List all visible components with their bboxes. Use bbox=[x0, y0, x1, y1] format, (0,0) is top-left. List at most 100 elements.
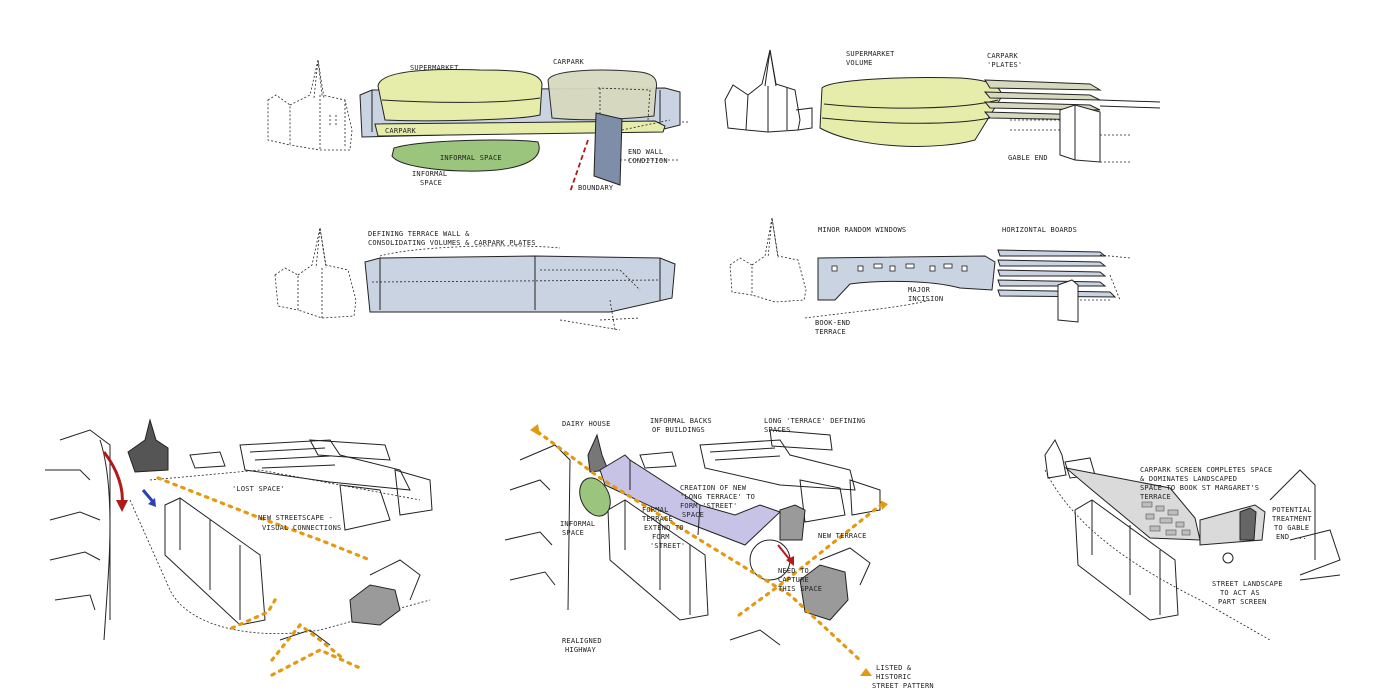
label-need-l2: CAPTURE bbox=[778, 576, 809, 584]
label-long-terrace-l1: LONG 'TERRACE' DEFINING bbox=[764, 417, 866, 425]
label-informal-space-2-l1: INFORMAL bbox=[560, 520, 595, 528]
label-gable-end: GABLE END bbox=[1008, 154, 1048, 162]
label-street-landscape-l3: PART SCREEN bbox=[1218, 598, 1267, 606]
label-street-landscape-l1: STREET LANDSCAPE bbox=[1212, 580, 1283, 588]
label-gable-treatment-l2: TREATMENT bbox=[1272, 515, 1312, 523]
church-outline-4 bbox=[729, 217, 807, 303]
purple-long-terrace bbox=[599, 454, 781, 546]
gable-end-dark bbox=[1239, 507, 1257, 541]
label-gable-treatment-l1: POTENTIAL bbox=[1272, 506, 1312, 514]
label-creation-l3: FORM 'STREET' bbox=[680, 502, 737, 510]
label-new-street-l1: NEW STREETSCAPE - bbox=[258, 514, 333, 522]
supermarket-volume-2 bbox=[819, 76, 1003, 147]
label-supermarket-volume-l2: VOLUME bbox=[846, 59, 873, 67]
terraced-houses-2 bbox=[639, 429, 881, 523]
label-listed-l3: STREET PATTERN bbox=[872, 682, 934, 690]
label-bookend-l1: BOOK-END bbox=[815, 319, 850, 327]
label-creation-l2: 'LONG TERRACE' TO bbox=[680, 493, 755, 501]
new-terrace-route-dots bbox=[733, 502, 884, 620]
long-terrace-block-2 bbox=[607, 499, 709, 621]
aerial-view-2: DAIRY HOUSE INFORMAL BACKS OF BUILDINGS … bbox=[504, 417, 934, 690]
horizontal-boards bbox=[997, 249, 1117, 298]
label-long-terrace-l2: SPACES bbox=[764, 426, 791, 434]
label-supermarket: SUPERMARKET bbox=[410, 64, 459, 72]
arrow-red bbox=[102, 451, 124, 506]
label-need-l1: NEED TO bbox=[778, 567, 809, 575]
label-informal-space-inner: INFORMAL SPACE bbox=[440, 154, 502, 162]
label-formal-l5: 'STREET' bbox=[650, 542, 685, 550]
label-screen-l2: & DOMINATES LANDSCAPED bbox=[1140, 475, 1237, 483]
label-need-l3: THIS SPACE bbox=[778, 585, 822, 593]
label-backs-l2: OF BUILDINGS bbox=[652, 426, 705, 434]
label-carpark-top: CARPARK bbox=[553, 58, 584, 66]
aerial-view-3: CARPARK SCREEN COMPLETES SPACE & DOMINAT… bbox=[1044, 438, 1341, 641]
label-listed-l1: LISTED & bbox=[876, 664, 912, 672]
label-formal-l3: EXTEND TO bbox=[644, 524, 684, 532]
sketch-massing-1: SUPERMARKET CARPARK CARPARK INFORMAL SPA… bbox=[267, 58, 690, 193]
label-creation-l4: SPACE bbox=[682, 511, 704, 519]
long-terrace-block-3 bbox=[1074, 499, 1179, 621]
label-realigned-l1: REALIGNED bbox=[562, 637, 602, 645]
informal-space-green bbox=[391, 139, 540, 172]
sketch-massing-4: MINOR RANDOM WINDOWS HORIZONTAL BOARDS M… bbox=[729, 217, 1131, 336]
label-horizontal-boards: HORIZONTAL BOARDS bbox=[1002, 226, 1077, 234]
label-carpark-base: CARPARK bbox=[385, 127, 416, 135]
informal-space-green-2 bbox=[579, 477, 611, 517]
label-end-wall-l2: CONDITION bbox=[628, 157, 668, 165]
label-boundary: BOUNDARY bbox=[578, 184, 614, 192]
aerial-view-1: 'LOST SPACE' NEW STREETSCAPE - VISUAL CO… bbox=[45, 418, 433, 677]
label-carpark-plates-l2: 'PLATES' bbox=[987, 61, 1022, 69]
minor-windows bbox=[831, 263, 968, 272]
label-screen-l1: CARPARK SCREEN COMPLETES SPACE bbox=[1140, 466, 1272, 474]
terraced-houses-1 bbox=[189, 439, 433, 531]
historic-route-dots bbox=[536, 430, 864, 664]
visual-connection-dots-1 bbox=[156, 476, 372, 562]
sketch-massing-2: SUPERMARKET VOLUME CARPARK 'PLATES' GABL… bbox=[724, 49, 1161, 163]
label-gable-treatment-l4: END ... bbox=[1276, 533, 1307, 541]
label-listed-l2: HISTORIC bbox=[876, 673, 911, 681]
label-informal-space-2-l2: SPACE bbox=[562, 529, 584, 537]
sketch-massing-3: DEFINING TERRACE WALL & CONSOLIDATING VO… bbox=[274, 227, 676, 331]
carpark-volume bbox=[547, 69, 658, 121]
label-informal-space-l1: INFORMAL bbox=[412, 170, 447, 178]
label-informal-space-l2: SPACE bbox=[420, 179, 442, 187]
label-backs-l1: INFORMAL BACKS bbox=[650, 417, 712, 425]
label-bookend-l2: TERRACE bbox=[815, 328, 846, 336]
label-screen-l4: TERRACE bbox=[1140, 493, 1171, 501]
label-realigned-l2: HIGHWAY bbox=[565, 646, 596, 654]
grey-block-2 bbox=[799, 564, 849, 621]
supermarket-volume bbox=[377, 69, 543, 122]
end-wall-panel bbox=[593, 112, 623, 186]
screen-pattern bbox=[1141, 501, 1191, 536]
church-outline-3 bbox=[274, 227, 357, 319]
label-defining-terrace-l1: DEFINING TERRACE WALL & bbox=[368, 230, 470, 238]
label-formal-l2: TERRACE bbox=[642, 515, 673, 523]
label-carpark-plates-l1: CARPARK bbox=[987, 52, 1018, 60]
label-new-terrace: NEW TERRACE bbox=[818, 532, 867, 540]
label-major-incision-l2: INCISION bbox=[908, 295, 943, 303]
boundary-line bbox=[569, 139, 589, 193]
church-aerial-1 bbox=[127, 418, 169, 473]
church-outline bbox=[267, 59, 353, 151]
long-terrace-block-1 bbox=[164, 497, 266, 626]
terrace-wall-3 bbox=[364, 255, 676, 313]
label-supermarket-volume-l1: SUPERMARKET bbox=[846, 50, 895, 58]
label-formal-l4: FORM bbox=[652, 533, 670, 541]
gable-end-block bbox=[1059, 104, 1101, 163]
grey-block-1 bbox=[349, 584, 401, 626]
label-end-wall-l1: END WALL bbox=[628, 148, 663, 156]
label-dairy-house: DAIRY HOUSE bbox=[562, 420, 611, 428]
church-aerial-2 bbox=[587, 433, 609, 473]
label-screen-l3: SPACE TO BOOK ST MARGARET'S bbox=[1140, 484, 1259, 492]
church-solid bbox=[724, 49, 813, 133]
label-defining-terrace-l2: CONSOLIDATING VOLUMES & CARPARK PLATES bbox=[368, 239, 536, 247]
label-lost-space: 'LOST SPACE' bbox=[232, 485, 285, 493]
label-new-street-l2: VISUAL CONNECTIONS bbox=[262, 524, 341, 532]
label-minor-windows: MINOR RANDOM WINDOWS bbox=[818, 226, 906, 234]
grey-tower-2 bbox=[779, 504, 806, 541]
label-formal-l1: FORMAL bbox=[642, 506, 669, 514]
label-major-incision-l1: MAJOR bbox=[908, 286, 931, 294]
label-gable-treatment-l3: TO GABLE bbox=[1274, 524, 1309, 532]
label-creation-l1: CREATION OF NEW bbox=[680, 484, 747, 492]
